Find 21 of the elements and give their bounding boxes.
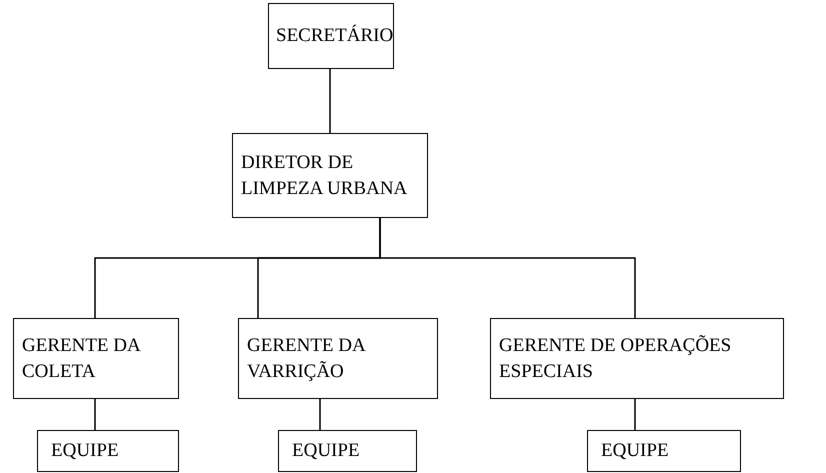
box-label: DIRETOR DE LIMPEZA URBANA — [241, 150, 408, 200]
org-box — [278, 430, 417, 472]
box-label: EQUIPE — [292, 439, 360, 463]
box-label: GERENTE DE OPERAÇÕES ESPECIAIS — [499, 334, 732, 384]
org-box — [238, 318, 438, 399]
org-box — [587, 430, 741, 472]
box-label: EQUIPE — [601, 439, 669, 463]
box-label: GERENTE DA VARRIÇÃO — [247, 334, 366, 384]
connector-line — [634, 399, 636, 430]
connector-line — [379, 218, 636, 318]
org-box — [490, 318, 784, 399]
connector-line — [329, 69, 331, 133]
connector-line — [94, 399, 96, 430]
org-box — [37, 430, 179, 472]
box-label: EQUIPE — [51, 439, 119, 463]
box-label: GERENTE DA COLETA — [22, 334, 142, 384]
org-box — [232, 133, 428, 218]
box-label: SECRETÁRIO — [276, 24, 394, 48]
org-box — [268, 3, 394, 69]
connector-line — [319, 399, 321, 430]
org-box — [13, 318, 179, 399]
